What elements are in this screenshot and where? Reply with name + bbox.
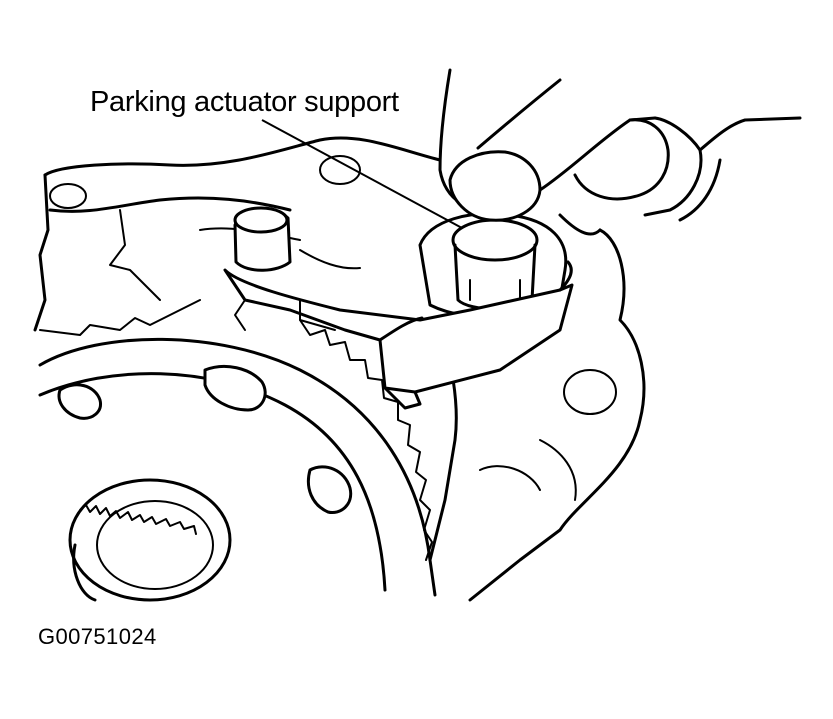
output-gear — [38, 319, 437, 602]
transmission-case — [33, 136, 646, 602]
parking-actuator-support — [223, 206, 574, 410]
callout-label: Parking actuator support — [90, 86, 399, 118]
callout-leader-line — [261, 119, 463, 229]
shaft-bushing — [418, 212, 568, 562]
figure-id: G00751024 — [38, 624, 157, 649]
hand — [438, 68, 802, 236]
